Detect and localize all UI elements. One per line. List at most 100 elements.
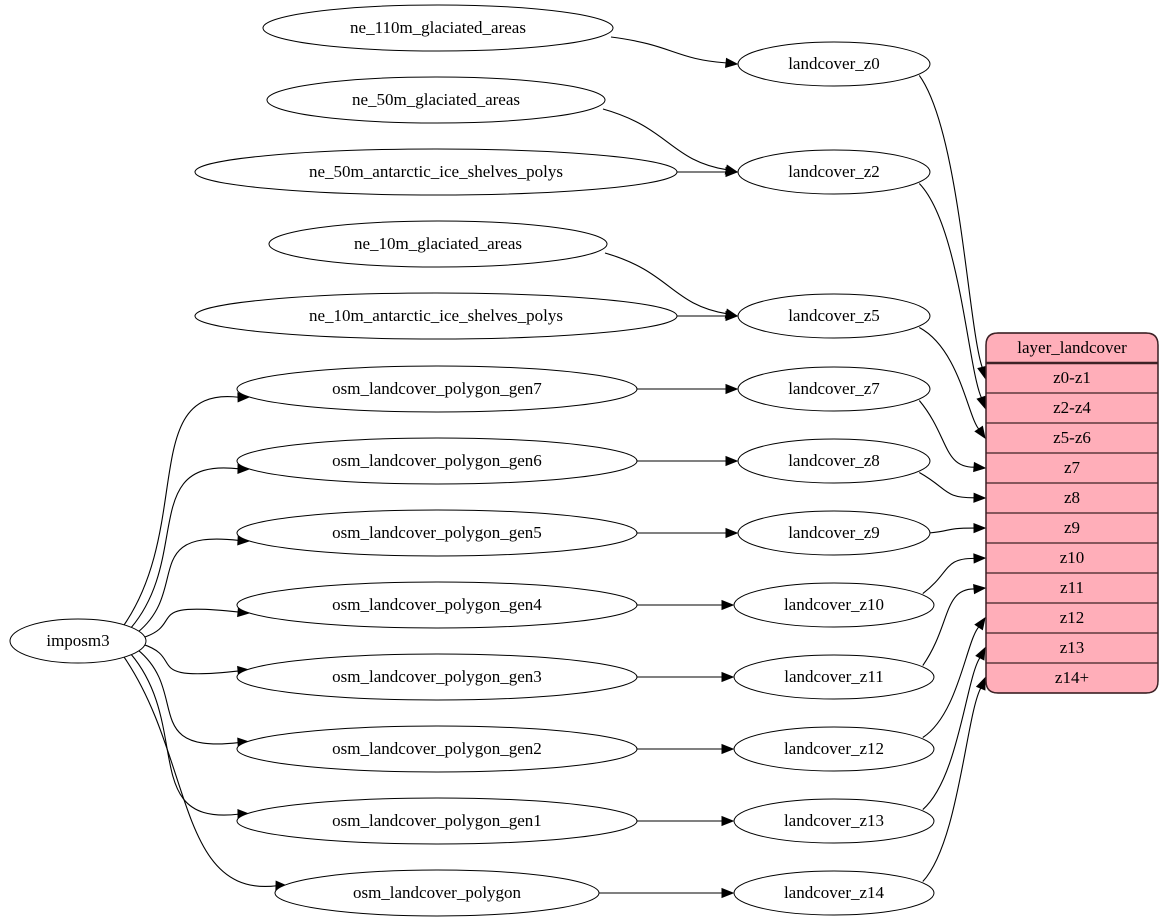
- node-ellipse: [274, 869, 600, 917]
- edge-line: [919, 471, 976, 499]
- edge-line: [602, 108, 728, 171]
- node-label: osm_landcover_polygon_gen3: [332, 667, 542, 686]
- edge-line: [123, 395, 240, 626]
- edge-ne_110m_glaciated_areas-to-landcover_z0: [610, 36, 739, 68]
- edge-line: [918, 75, 984, 369]
- node-osm_landcover_polygon_gen7[interactable]: osm_landcover_polygon_gen7: [236, 365, 638, 413]
- edge-ne_10m_antarctic_ice_shelves_polys-to-landcover_z5: [674, 310, 739, 322]
- node-label: landcover_z13: [784, 811, 884, 830]
- node-ellipse: [194, 148, 678, 196]
- node-label: landcover_z8: [788, 451, 880, 470]
- edge-arrow-icon: [973, 461, 987, 473]
- edge-line: [922, 557, 976, 594]
- edge-landcover_z9-to-table-z9: [928, 522, 987, 534]
- node-label: landcover_z0: [788, 54, 880, 73]
- edge-arrow-icon: [725, 166, 739, 178]
- edge-line: [130, 467, 240, 629]
- table-row[interactable]: z0-z1: [1053, 368, 1091, 387]
- edge-osm_landcover_polygon_gen4-to-landcover_z10: [635, 599, 735, 611]
- edge-osm_landcover_polygon_gen1-to-landcover_z13: [635, 815, 735, 827]
- edge-arrow-icon: [721, 671, 735, 683]
- node-label: imposm3: [46, 631, 109, 650]
- node-landcover_z0[interactable]: landcover_z0: [737, 41, 931, 87]
- node-landcover_z12[interactable]: landcover_z12: [733, 726, 935, 772]
- table-row[interactable]: z2-z4: [986, 392, 1158, 417]
- edge-line: [918, 400, 976, 468]
- edge-line: [610, 36, 728, 64]
- edge-line: [142, 643, 240, 675]
- table-row-label: z0-z1: [1053, 368, 1091, 387]
- node-osm_landcover_polygon_gen4[interactable]: osm_landcover_polygon_gen4: [236, 581, 638, 629]
- table-row[interactable]: z5-z6: [986, 422, 1158, 447]
- table-row[interactable]: z14+: [986, 662, 1158, 687]
- edge-arrow-icon: [976, 395, 987, 410]
- edge-line: [142, 608, 240, 639]
- table-row[interactable]: z11: [986, 572, 1158, 597]
- table-row[interactable]: z9: [986, 512, 1158, 537]
- layer-landcover-table: layer_landcoverz0-z1z2-z4z5-z6z7z8z9z10z…: [985, 332, 1159, 694]
- node-osm_landcover_polygon_gen1[interactable]: osm_landcover_polygon_gen1: [236, 797, 638, 845]
- node-ne_50m_glaciated_areas[interactable]: ne_50m_glaciated_areas: [266, 76, 606, 124]
- node-ne_50m_antarctic_ice_shelves_polys[interactable]: ne_50m_antarctic_ice_shelves_polys: [194, 148, 678, 196]
- edge-osm_landcover_polygon_gen5-to-landcover_z9: [635, 527, 739, 539]
- edge-landcover_z11-to-table-z11: [922, 583, 987, 666]
- node-ne_10m_antarctic_ice_shelves_polys[interactable]: ne_10m_antarctic_ice_shelves_polys: [194, 292, 678, 340]
- node-ellipse: [236, 509, 638, 557]
- node-landcover_z11[interactable]: landcover_z11: [733, 654, 935, 700]
- node-ne_10m_glaciated_areas[interactable]: ne_10m_glaciated_areas: [268, 220, 608, 268]
- node-label: osm_landcover_polygon_gen5: [332, 523, 542, 542]
- table-row-label: z13: [1060, 638, 1085, 657]
- edge-landcover_z13-to-table-z13: [922, 646, 986, 810]
- table-row-label: z11: [1060, 578, 1084, 597]
- edge-landcover_z7-to-table-z7: [918, 400, 987, 473]
- edge-line: [922, 625, 980, 738]
- edge-line: [922, 686, 982, 882]
- table-row[interactable]: z12: [986, 602, 1158, 627]
- node-imposm3[interactable]: imposm3: [9, 618, 147, 664]
- table-row-label: z7: [1064, 458, 1081, 477]
- node-ellipse: [733, 654, 935, 700]
- table-row[interactable]: z8: [986, 482, 1158, 507]
- node-landcover_z5[interactable]: landcover_z5: [737, 293, 931, 339]
- edge-line: [918, 183, 983, 399]
- table-row-label: z12: [1060, 608, 1085, 627]
- edge-arrow-icon: [973, 583, 987, 595]
- edge-osm_landcover_polygon_gen6-to-landcover_z8: [635, 455, 739, 467]
- edge-arrow-icon: [725, 310, 739, 322]
- node-landcover_z7[interactable]: landcover_z7: [737, 366, 931, 412]
- node-label: landcover_z9: [788, 523, 880, 542]
- edge-line: [130, 653, 240, 816]
- table-row[interactable]: z13: [986, 632, 1158, 657]
- node-landcover_z13[interactable]: landcover_z13: [733, 798, 935, 844]
- node-ellipse: [236, 797, 638, 845]
- node-landcover_z9[interactable]: landcover_z9: [737, 510, 931, 556]
- node-osm_landcover_polygon_gen6[interactable]: osm_landcover_polygon_gen6: [236, 437, 638, 485]
- edge-imposm3-to-osm_landcover_polygon_gen5: [137, 535, 251, 633]
- edge-arrow-icon: [977, 365, 988, 380]
- table-row[interactable]: z7: [986, 452, 1158, 477]
- node-label: landcover_z10: [784, 595, 884, 614]
- node-landcover_z2[interactable]: landcover_z2: [737, 149, 931, 195]
- edge-osm_landcover_polygon_gen3-to-landcover_z11: [635, 671, 735, 683]
- node-ellipse: [733, 726, 935, 772]
- node-ne_110m_glaciated_areas[interactable]: ne_110m_glaciated_areas: [262, 4, 614, 52]
- edge-arrow-icon: [725, 455, 739, 467]
- edge-line: [919, 326, 980, 431]
- table-row[interactable]: z10: [986, 542, 1158, 567]
- edge-arrow-icon: [974, 616, 986, 631]
- node-label: osm_landcover_polygon_gen1: [332, 811, 542, 830]
- edge-arrow-icon: [721, 743, 735, 755]
- node-label: landcover_z14: [784, 883, 885, 902]
- node-landcover_z10[interactable]: landcover_z10: [733, 582, 935, 628]
- node-osm_landcover_polygon_gen2[interactable]: osm_landcover_polygon_gen2: [236, 725, 638, 773]
- node-landcover_z8[interactable]: landcover_z8: [737, 438, 931, 484]
- edge-arrow-icon: [721, 815, 735, 827]
- edge-arrow-icon: [974, 425, 986, 440]
- edge-arrow-icon: [721, 887, 735, 899]
- node-osm_landcover_polygon_gen3[interactable]: osm_landcover_polygon_gen3: [236, 653, 638, 701]
- node-landcover_z14[interactable]: landcover_z14: [733, 870, 935, 916]
- node-osm_landcover_polygon_gen5[interactable]: osm_landcover_polygon_gen5: [236, 509, 638, 557]
- node-label: landcover_z11: [784, 667, 883, 686]
- node-osm_landcover_polygon[interactable]: osm_landcover_polygon: [274, 869, 600, 917]
- node-ellipse: [733, 870, 935, 916]
